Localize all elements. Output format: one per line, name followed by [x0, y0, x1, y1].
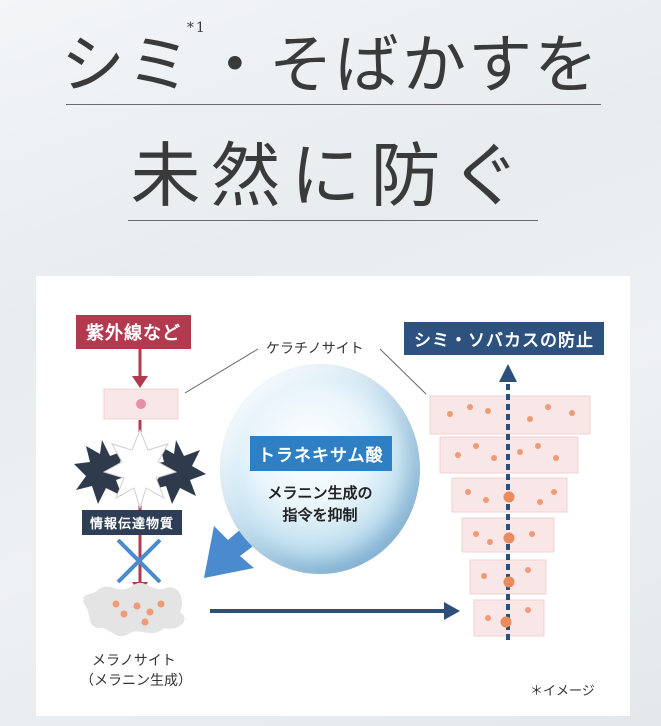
callout-line-left	[184, 348, 259, 394]
melanin-dot	[146, 608, 154, 616]
melanin-dots-large	[500, 491, 515, 628]
melanin-dots-right	[447, 404, 575, 621]
melanin-dot	[133, 602, 141, 610]
keratinocyte-nucleus	[136, 399, 146, 409]
ingredient-desc-2: 指令を抑制	[282, 506, 358, 524]
keratinocyte-label: ケラチノサイト	[266, 341, 364, 357]
signal-burst	[102, 428, 178, 510]
callout-line-right	[379, 348, 427, 395]
uv-label: 紫外線など	[76, 315, 191, 349]
headline-underline-1	[66, 104, 601, 105]
melanin-dot	[157, 600, 165, 608]
headline-line-1: シミ*1・そばかすを	[0, 14, 661, 106]
headline-spots: シミ	[60, 29, 193, 103]
melanocyte-label: メラノサイト	[92, 653, 176, 669]
transfer-arrow-head	[444, 602, 460, 620]
footnote-marker: *1	[186, 20, 207, 36]
headline-underline-2	[128, 220, 538, 221]
melanin-dot	[141, 618, 149, 626]
uv-arrow-head	[132, 376, 148, 388]
melanin-dot	[112, 600, 120, 608]
ingredient-label: トラネキサム酸	[250, 436, 392, 471]
prevention-arrow-head	[499, 364, 517, 382]
headline-freckles: ・そばかすを	[202, 29, 601, 103]
signal-label: 情報伝達物質	[82, 510, 183, 535]
image-note: ＊イメージ	[530, 684, 595, 699]
ingredient-desc-1: メラニン生成の	[267, 484, 373, 502]
melanin-dot	[120, 610, 128, 618]
result-label: シミ・ソバカスの防止	[404, 322, 604, 355]
block-cross-b	[116, 538, 162, 584]
melanocyte-cell	[83, 582, 185, 637]
melanocyte-sublabel: （メラニン生成）	[80, 673, 192, 689]
headline-line-2: 未然に防ぐ	[130, 135, 531, 217]
